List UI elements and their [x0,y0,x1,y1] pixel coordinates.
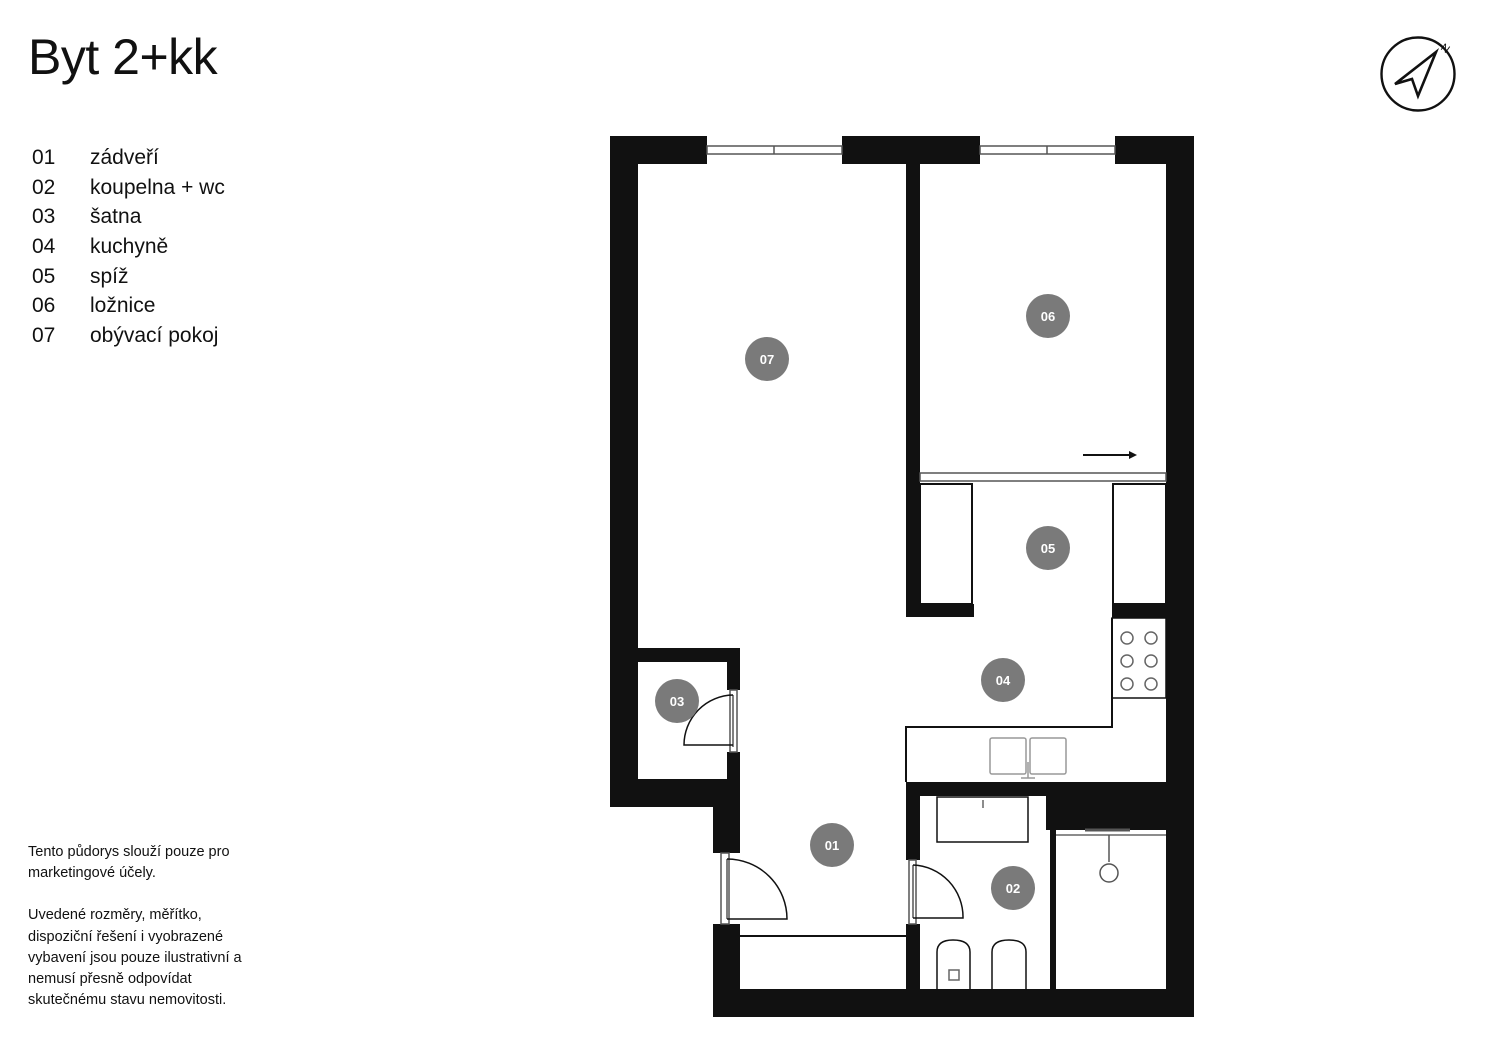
legend-number: 01 [32,145,56,169]
door-entrance [720,852,788,925]
legend-item: 05 spíž [32,262,225,292]
disclaimer-paragraph: Tento půdorys slouží pouze pro marketing… [28,844,230,882]
room-badges: 07 06 05 04 03 01 02 [655,294,1070,910]
legend-label: obývací pokoj [90,323,219,347]
sink-icon [989,737,1067,779]
room-badge-03: 03 [655,679,699,723]
legend-label: šatna [90,205,142,229]
doors [683,689,964,937]
page-title: Byt 2+kk [28,29,218,85]
room-number: 07 [760,352,774,367]
legend-number: 03 [32,205,56,229]
legend-number: 05 [32,264,56,288]
legend-number: 07 [32,323,56,347]
legend-item: 06 ložnice [32,291,225,321]
pantry-shelves [919,483,1167,605]
legend-label: zádveří [90,145,159,169]
legend-number: 04 [32,234,56,258]
north-arrow-icon: N [1380,36,1456,112]
legend-label: koupelna + wc [90,175,225,199]
legend-label: kuchyně [90,234,169,258]
room-badge-07: 07 [745,337,789,381]
legend-item: 03 šatna [32,202,225,232]
door-closet [683,689,738,753]
room-legend: 01 zádveří 02 koupelna + wc 03 šatna 04 kuch… [32,143,225,351]
windows [706,145,1116,155]
stove-icon [1120,631,1158,691]
legend-item: 02 koupelna + wc [32,173,225,203]
door-bathroom [908,859,964,925]
room-badge-06: 06 [1026,294,1070,338]
disclaimer: Tento půdorys slouží pouze pro marketing… [28,842,268,1032]
room-number: 05 [1041,541,1055,556]
legend-item: 07 obývací pokoj [32,321,225,351]
toilet-icon [936,939,971,989]
kitchen-counters [905,617,1167,782]
shower-icon [1085,828,1130,883]
legend-item: 01 zádveří [32,143,225,173]
room-badge-05: 05 [1026,526,1070,570]
room-number: 03 [670,694,684,709]
bidet-icon [991,939,1027,989]
legend-label: spíž [90,264,129,288]
walls [610,136,1194,1017]
room-badge-04: 04 [981,658,1025,702]
legend-label: ložnice [90,294,156,318]
washbasin-icon [936,796,1029,843]
legend-item: 04 kuchyně [32,232,225,262]
room-number: 04 [996,673,1011,688]
legend-number: 02 [32,175,56,199]
sliding-door [919,451,1167,482]
disclaimer-paragraph: Uvedené rozměry, měřítko, dispoziční řeš… [28,907,242,1009]
room-number: 02 [1006,881,1020,896]
room-badge-02: 02 [991,866,1035,910]
legend-number: 06 [32,294,56,318]
bathroom-fixtures [936,796,1166,989]
room-number: 01 [825,838,839,853]
room-badge-01: 01 [810,823,854,867]
room-number: 06 [1041,309,1055,324]
